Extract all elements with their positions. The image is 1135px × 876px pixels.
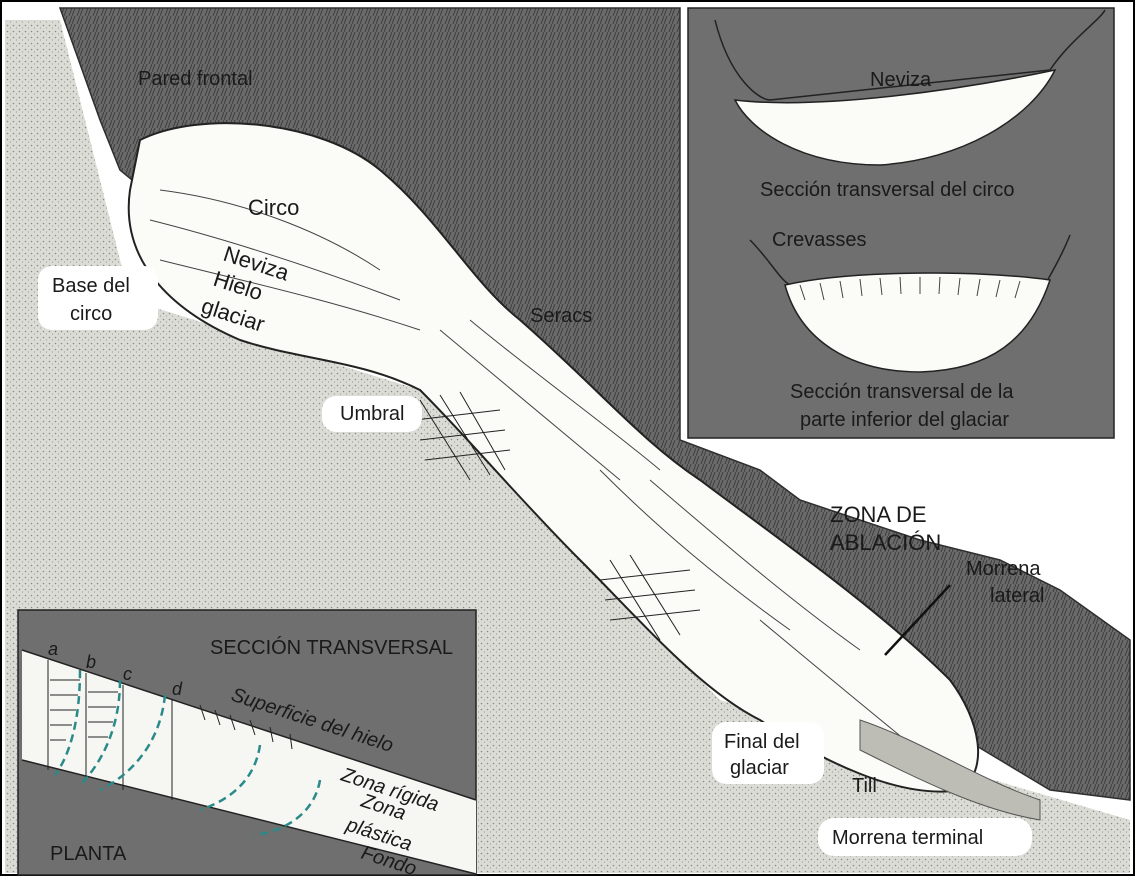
label-lower-section-1: Sección transversal de la (790, 381, 1014, 403)
label-till: Till (852, 775, 877, 797)
label-zona-de: ZONA DE (830, 502, 927, 527)
label-d: d (172, 679, 183, 699)
label-final-del: Final del (724, 731, 800, 753)
label-inset-neviza: Neviza (870, 69, 932, 91)
label-circo: Circo (248, 195, 299, 220)
label-ablacion: ABLACIÓN (830, 530, 941, 555)
label-circo-base: circo (70, 303, 112, 325)
label-seracs: Seracs (530, 305, 592, 327)
label-b: b (86, 652, 96, 672)
label-morrena-terminal: Morrena terminal (832, 827, 983, 849)
label-c: c (123, 664, 132, 684)
label-morrena: Morrena (966, 558, 1041, 580)
label-glaciar-final: glaciar (730, 757, 789, 779)
label-pared-frontal: Pared frontal (138, 68, 253, 90)
label-a: a (48, 639, 58, 659)
label-lateral: lateral (990, 585, 1044, 607)
label-base-del: Base del (52, 275, 130, 297)
label-umbral: Umbral (340, 403, 404, 425)
label-seccion-transversal: SECCIÓN TRANSVERSAL (210, 636, 453, 659)
label-planta: PLANTA (50, 843, 127, 865)
label-lower-section-2: parte inferior del glaciar (800, 409, 1009, 431)
label-crevasses: Crevasses (772, 229, 866, 251)
label-circo-section: Sección transversal del circo (760, 179, 1015, 201)
